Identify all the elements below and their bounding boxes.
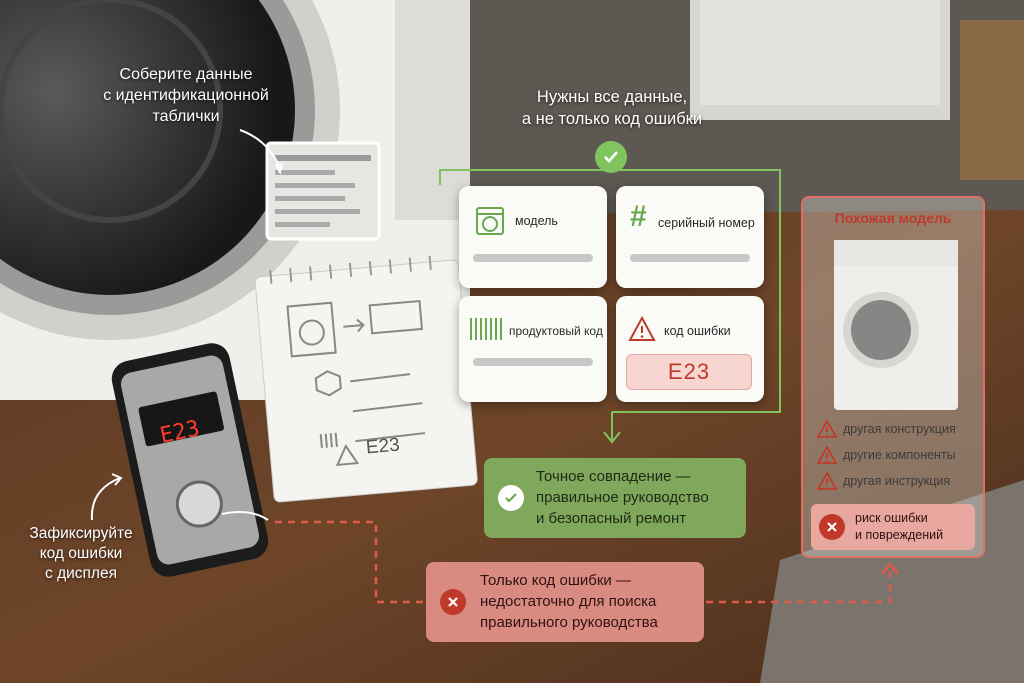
check-circle-icon: [498, 485, 524, 511]
phone-annotation: Зафиксируйте код ошибки с дисплея: [6, 524, 156, 584]
barcode-icon: [470, 318, 502, 340]
card-product-label: продуктовый код: [509, 324, 603, 338]
x-circle-icon: [440, 589, 466, 615]
exact-match-line3: и безопасный ремонт: [536, 510, 687, 527]
card-model-label: модель: [515, 214, 558, 228]
exact-match-box: Точное совпадение — правильное руководст…: [484, 458, 746, 538]
card-serial-label: серийный номер: [658, 216, 755, 230]
warning-icon: [817, 472, 837, 490]
card-error-value-box: E23: [626, 354, 752, 390]
card-error-label: код ошибки: [664, 324, 731, 338]
card-error-value: E23: [667, 359, 711, 384]
only-code-line2: недостаточно для поиска: [480, 593, 657, 610]
warning-item: другая конструкция: [843, 422, 956, 436]
only-code-box: Только код ошибки — недостаточно для пои…: [426, 562, 704, 642]
card-model-bar: [473, 254, 593, 262]
only-code-line3: правильного руководства: [480, 614, 658, 631]
risk-line1: риск ошибки: [855, 511, 928, 525]
plate-annotation: Соберите данные с идентификационной табл…: [96, 64, 276, 127]
header-line1: Нужны все данные,: [536, 88, 688, 106]
washer-icon: [476, 207, 504, 235]
card-product-bar: [473, 358, 593, 366]
plate-annotation-line1: Соберите данные: [119, 66, 253, 83]
phone-annotation-line2: код ошибки: [39, 545, 123, 562]
notebook-error-text: E23: [365, 434, 401, 459]
warning-item: другие компоненты: [843, 448, 956, 462]
warning-icon: [628, 316, 656, 341]
exact-match-line2: правильное руководство: [536, 489, 709, 506]
card-model: модель: [459, 186, 607, 288]
card-error: код ошибки E23: [616, 296, 764, 402]
card-product: продуктовый код: [459, 296, 607, 402]
only-code-line1: Только код ошибки —: [480, 572, 631, 589]
similar-model-title: Похожая модель: [834, 210, 952, 226]
risk-box: риск ошибки и повреждений: [811, 504, 975, 550]
warning-icon: [817, 446, 837, 464]
plate-annotation-line3: таблички: [152, 108, 220, 125]
plate-annotation-line2: с идентификационной: [103, 87, 269, 104]
header-line2: а не только код ошибки: [521, 110, 703, 128]
card-serial-bar: [630, 254, 750, 262]
similar-model-panel: Похожая модель другая конструкция другие…: [801, 196, 985, 558]
risk-line2: и повреждений: [855, 528, 944, 542]
warning-item: другая инструкция: [843, 474, 951, 488]
hash-icon: #: [630, 200, 647, 233]
check-icon: [595, 141, 627, 173]
exact-match-line1: Точное совпадение —: [536, 468, 691, 485]
phone-annotation-line3: с дисплея: [45, 565, 117, 582]
card-serial: # серийный номер: [616, 186, 764, 288]
warning-icon: [817, 420, 837, 438]
header-annotation: Нужны все данные, а не только код ошибки: [482, 86, 742, 130]
x-circle-icon: [819, 514, 845, 540]
phone-annotation-line1: Зафиксируйте: [29, 525, 133, 542]
